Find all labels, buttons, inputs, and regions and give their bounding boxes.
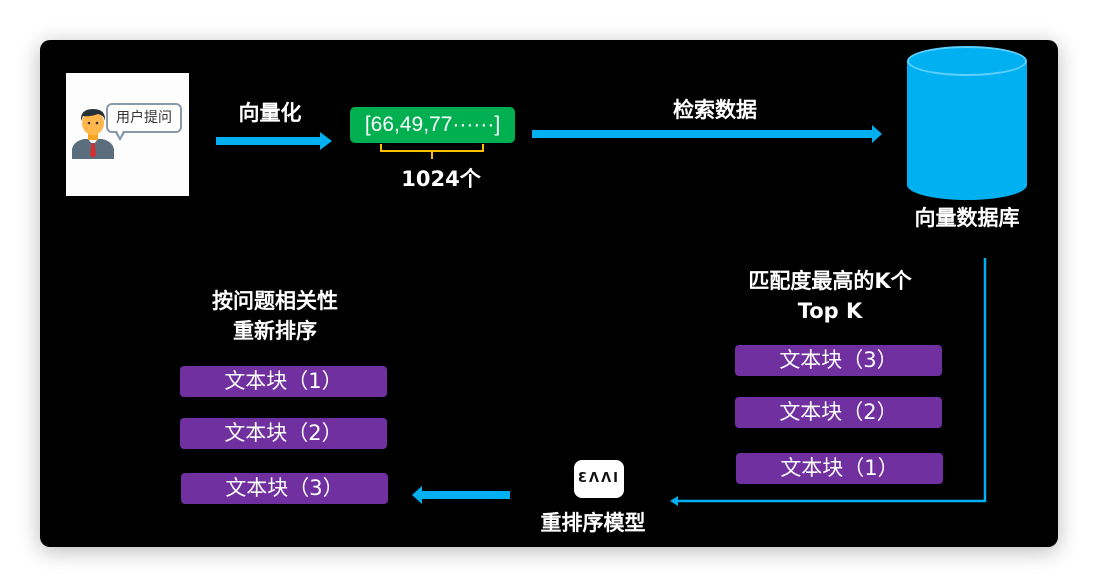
question-bubble: 用户提问 — [106, 103, 182, 133]
reranked-chunk: 文本块（2） — [180, 418, 387, 449]
topk-chunk: 文本块（2） — [735, 397, 942, 428]
vector-db-label: 向量数据库 — [914, 206, 1020, 230]
brace-icon — [380, 144, 484, 159]
rerank-model-label: 重排序模型 — [540, 511, 646, 535]
arrow-right-icon — [532, 125, 882, 143]
vectorize-label: 向量化 — [238, 101, 302, 125]
connector-line — [670, 258, 987, 506]
reranked-chunk: 文本块（3） — [181, 473, 388, 504]
database-icon — [907, 61, 1027, 186]
reranked-title: 按问题相关性 — [212, 289, 338, 313]
topk-chunk: 文本块（3） — [735, 345, 942, 376]
topk-subtitle: Top K — [797, 299, 863, 323]
reranked-subtitle: 重新排序 — [233, 319, 317, 343]
embedding-vector: [66,49,77······] — [350, 107, 515, 143]
dimension-label: 1024个 — [401, 167, 481, 191]
user-question-card: 用户提问 — [66, 73, 189, 196]
topk-chunk: 文本块（1） — [736, 453, 943, 484]
baai-logo-icon: ƐΛΛI — [574, 460, 624, 498]
retrieve-label: 检索数据 — [673, 98, 757, 122]
topk-title: 匹配度最高的K个 — [748, 269, 912, 293]
reranked-chunk: 文本块（1） — [180, 366, 387, 397]
user-avatar-icon — [72, 109, 114, 159]
arrow-right-icon — [216, 132, 332, 150]
arrow-left-icon — [412, 486, 510, 504]
